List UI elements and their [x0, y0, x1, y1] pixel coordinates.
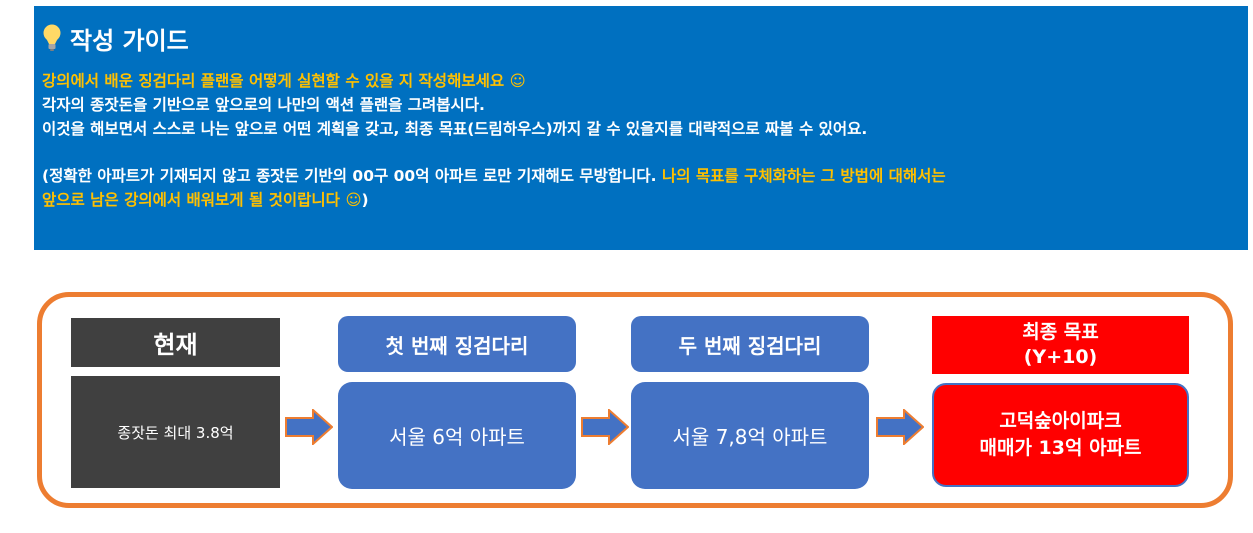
guide-line-4: (정확한 아파트가 기재되지 않고 종잣돈 기반의 00구 00억 아파트 로만…: [42, 164, 1248, 188]
step2-header-label: 두 번째 징검다리: [678, 333, 822, 358]
final-goal-header: 최종 목표 (Y+10): [932, 316, 1189, 374]
guide-line-5-close: ): [361, 191, 369, 209]
guide-line-2: 각자의 종잣돈을 기반으로 앞으로의 나만의 액션 플랜을 그려봅시다.: [42, 96, 485, 114]
guide-line-4-highlight: 나의 목표를 구체화하는 그 방법에 대해서는: [656, 167, 946, 185]
right-arrow-icon: [581, 409, 629, 445]
step2-header: 두 번째 징검다리: [631, 316, 869, 372]
final-goal-box: 고덕숲아이파크 매매가 13억 아파트: [932, 383, 1189, 487]
final-goal-value-line1: 고덕숲아이파크: [999, 410, 1122, 432]
right-arrow-icon: [876, 409, 924, 445]
right-arrow-icon: [285, 409, 333, 445]
guide-line-5: 앞으로 남은 강의에서 배워보게 될 것이랍니다 ☺): [42, 188, 1248, 212]
writing-guide-panel: 작성 가이드 강의에서 배운 징검다리 플랜을 어떻게 실현할 수 있을 지 작…: [34, 6, 1248, 250]
step1-header-label: 첫 번째 징검다리: [385, 333, 529, 358]
guide-line-1: 강의에서 배운 징검다리 플랜을 어떻게 실현할 수 있을 지 작성해보세요 ☺: [42, 72, 526, 90]
current-header-label: 현재: [153, 331, 198, 359]
guide-body: 강의에서 배운 징검다리 플랜을 어떻게 실현할 수 있을 지 작성해보세요 ☺…: [42, 69, 1248, 212]
lightbulb-icon: [42, 24, 62, 52]
step2-box: 서울 7,8억 아파트: [631, 382, 869, 489]
current-box: 종잣돈 최대 3.8억: [71, 376, 280, 488]
guide-title: 작성 가이드: [70, 26, 189, 55]
final-goal-value-line2: 매매가 13억 아파트: [979, 437, 1142, 459]
step1-box: 서울 6억 아파트: [338, 382, 576, 489]
step2-value: 서울 7,8억 아파트: [672, 425, 828, 449]
final-goal-header-line2: (Y+10): [1023, 346, 1098, 368]
step1-header: 첫 번째 징검다리: [338, 316, 576, 372]
plan-frame: [37, 292, 1233, 508]
final-goal-header-line1: 최종 목표: [1022, 321, 1099, 343]
guide-line-3: 이것을 해보면서 스스로 나는 앞으로 어떤 계획을 갖고, 최종 목표(드림하…: [42, 120, 868, 138]
step1-value: 서울 6억 아파트: [389, 425, 525, 449]
guide-line-4-note: (정확한 아파트가 기재되지 않고 종잣돈 기반의 00구 00억 아파트 로만…: [42, 167, 657, 185]
guide-title-row: 작성 가이드: [42, 21, 1248, 55]
current-value: 종잣돈 최대 3.8억: [117, 423, 234, 442]
guide-line-5-highlight: 앞으로 남은 강의에서 배워보게 될 것이랍니다 ☺: [42, 191, 362, 209]
current-header: 현재: [71, 318, 280, 367]
